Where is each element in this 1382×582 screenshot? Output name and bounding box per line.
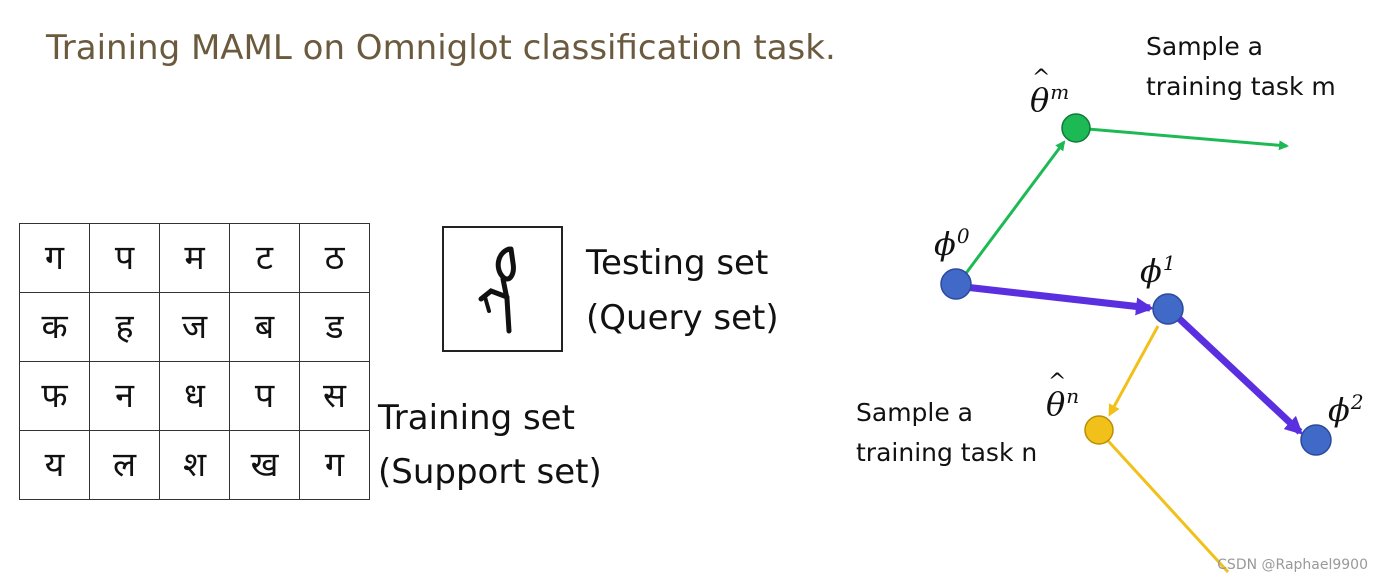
grid-cell: प (89, 223, 160, 293)
character-glyph: प (114, 238, 135, 278)
character-glyph: ग (44, 238, 65, 278)
grid-cell: न (89, 361, 160, 431)
grid-row: फ न ध प स (19, 361, 370, 431)
grid-row: क ह ज ब ड (19, 292, 370, 362)
training-set-label: Training set (378, 398, 575, 438)
phi1-label: ϕ1 (1140, 251, 1176, 290)
grid-row: ग प म ट ठ (19, 223, 370, 293)
character-glyph: ज (181, 307, 208, 347)
grid-cell: ठ (299, 223, 370, 293)
character-glyph: ग (324, 445, 345, 485)
character-glyph: ह (115, 307, 134, 347)
theta-n-label: θn (1046, 372, 1079, 420)
node-phi0 (940, 268, 972, 300)
arrow-phi0-to-phi1 (955, 282, 1154, 316)
character-glyph: स (323, 376, 346, 416)
character-glyph: श (182, 445, 207, 485)
grid-cell: य (19, 430, 90, 500)
support-set-grid: ग प म ट ठ क ह ज ब ड फ न ध प स य ल श ख ग (19, 223, 370, 500)
query-character-image (478, 246, 516, 334)
arrow-theta-m-gradient (1075, 126, 1289, 151)
character-glyph: न (115, 376, 134, 416)
character-glyph: म (184, 238, 205, 278)
character-glyph: ठ (324, 238, 345, 278)
character-glyph: ल (112, 445, 137, 485)
sample-task-n-line2: training task n (856, 438, 1038, 467)
grid-cell: प (229, 361, 300, 431)
character-glyph: क (41, 307, 68, 347)
character-glyph: ट (255, 238, 274, 278)
node-phi1 (1152, 293, 1184, 325)
character-glyph: फ (41, 376, 68, 416)
grid-cell: ब (229, 292, 300, 362)
grid-cell: ड (299, 292, 370, 362)
sample-task-n-line1: Sample a (856, 398, 974, 427)
node-theta-n (1084, 415, 1114, 445)
character-glyph: प (254, 376, 275, 416)
sample-task-m-line2: training task m (1146, 72, 1336, 101)
grid-cell: म (159, 223, 230, 293)
character-glyph: य (44, 445, 65, 485)
testing-set-label: Testing set (586, 243, 769, 283)
node-phi2 (1300, 424, 1332, 456)
arrow-phi1-to-theta-n (1108, 325, 1160, 417)
arrow-phi1-to-phi2 (1167, 307, 1303, 435)
arrow-phi0-to-theta-m (956, 140, 1066, 285)
support-set-label: (Support set) (378, 452, 602, 492)
phi0-label: ϕ0 (934, 224, 970, 263)
page-title: Training MAML on Omniglot classification… (46, 28, 836, 68)
theta-m-label: θm (1030, 68, 1069, 116)
arrow-theta-n-gradient (1098, 430, 1230, 574)
phi2-label: ϕ2 (1328, 390, 1364, 429)
grid-cell: ध (159, 361, 230, 431)
grid-cell: ग (299, 430, 370, 500)
grid-cell: फ (19, 361, 90, 431)
sample-task-m-line1: Sample a (1146, 32, 1264, 61)
node-theta-m (1061, 113, 1091, 143)
character-glyph: ब (254, 307, 275, 347)
watermark: CSDN @Raphael9900 (1217, 557, 1368, 573)
character-glyph: ड (325, 307, 344, 347)
grid-cell: ग (19, 223, 90, 293)
grid-row: य ल श ख ग (19, 430, 370, 500)
query-sample-box (442, 226, 563, 352)
grid-cell: ख (229, 430, 300, 500)
character-glyph: ध (184, 376, 205, 416)
query-set-label: (Query set) (586, 298, 779, 338)
character-glyph: ख (250, 445, 279, 485)
grid-cell: ल (89, 430, 160, 500)
